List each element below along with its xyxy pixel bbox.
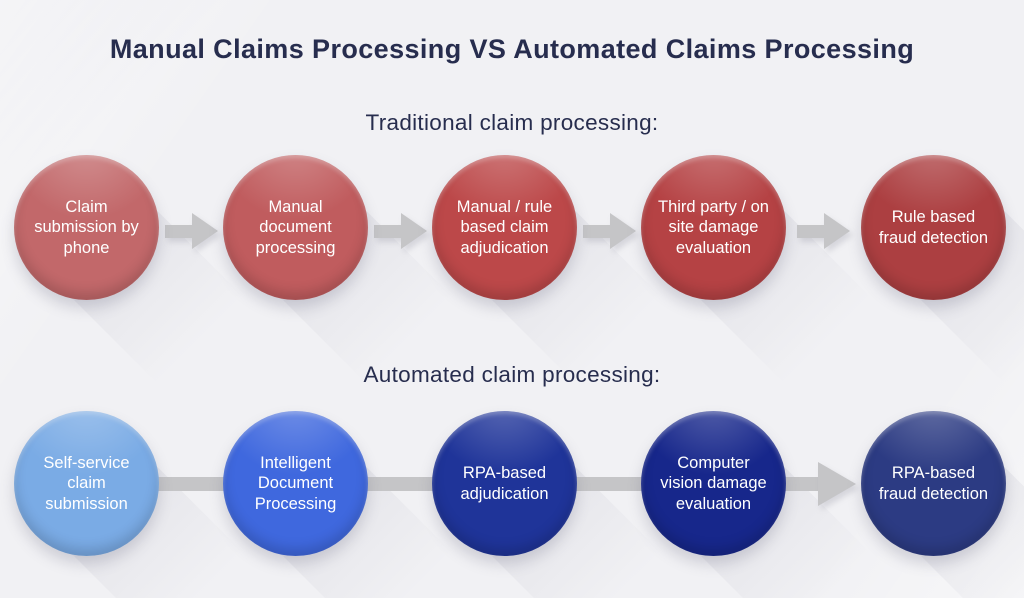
step-circle-rpa-based-fraud-detection: RPA-based fraud detection	[861, 411, 1006, 556]
step-label: Intelligent Document Processing	[254, 454, 337, 513]
step-circle-computer-vision-damage-evaluation: Computer vision damage evaluation	[641, 411, 786, 556]
step-circle-rpa-based-adjudication: RPA-based adjudication	[432, 411, 577, 556]
step-circle-manual-rule-based-claim-adjudication: Manual / rule based claim adjudication	[432, 155, 577, 300]
arrow-head	[824, 213, 850, 249]
step-circle-intelligent-document-processing: Intelligent Document Processing	[223, 411, 368, 556]
step-label: RPA-based adjudication	[460, 464, 549, 503]
step-circle-rule-based-fraud-detection: Rule based fraud detection	[861, 155, 1006, 300]
step-label: Manual document processing	[255, 198, 336, 257]
step-label: Claim submission by phone	[34, 198, 139, 257]
step-circle-manual-document-processing: Manual document processing	[223, 155, 368, 300]
arrow-head	[192, 213, 218, 249]
section-heading-traditional: Traditional claim processing:	[365, 110, 659, 135]
step-label: Rule based fraud detection	[878, 208, 989, 247]
section-heading-automated: Automated claim processing:	[363, 362, 661, 387]
flow-bar-arrow-icon	[818, 462, 856, 506]
step-label: Manual / rule based claim adjudication	[456, 198, 553, 257]
arrow-tail	[583, 224, 610, 238]
flow-arrow-icon	[583, 213, 636, 249]
step-label: Self-service claim submission	[43, 454, 130, 513]
step-circle-self-service-claim-submission: Self-service claim submission	[14, 411, 159, 556]
flow-arrow-icon	[165, 213, 218, 249]
step-circle-third-party-on-site-damage-evaluation: Third party / on site damage evaluation	[641, 155, 786, 300]
flow-arrow-icon	[797, 213, 850, 249]
arrow-tail	[165, 224, 192, 238]
step-label: RPA-based fraud detection	[878, 464, 989, 503]
step-label: Third party / on site damage evaluation	[658, 198, 769, 257]
flow-arrow-icon	[374, 213, 427, 249]
arrow-head	[401, 213, 427, 249]
page-title: Manual Claims Processing VS Automated Cl…	[109, 34, 915, 64]
arrow-tail	[374, 224, 401, 238]
step-label: Computer vision damage evaluation	[660, 454, 767, 513]
step-circle-claim-submission-by-phone: Claim submission by phone	[14, 155, 159, 300]
arrow-head	[610, 213, 636, 249]
arrow-tail	[797, 224, 824, 238]
